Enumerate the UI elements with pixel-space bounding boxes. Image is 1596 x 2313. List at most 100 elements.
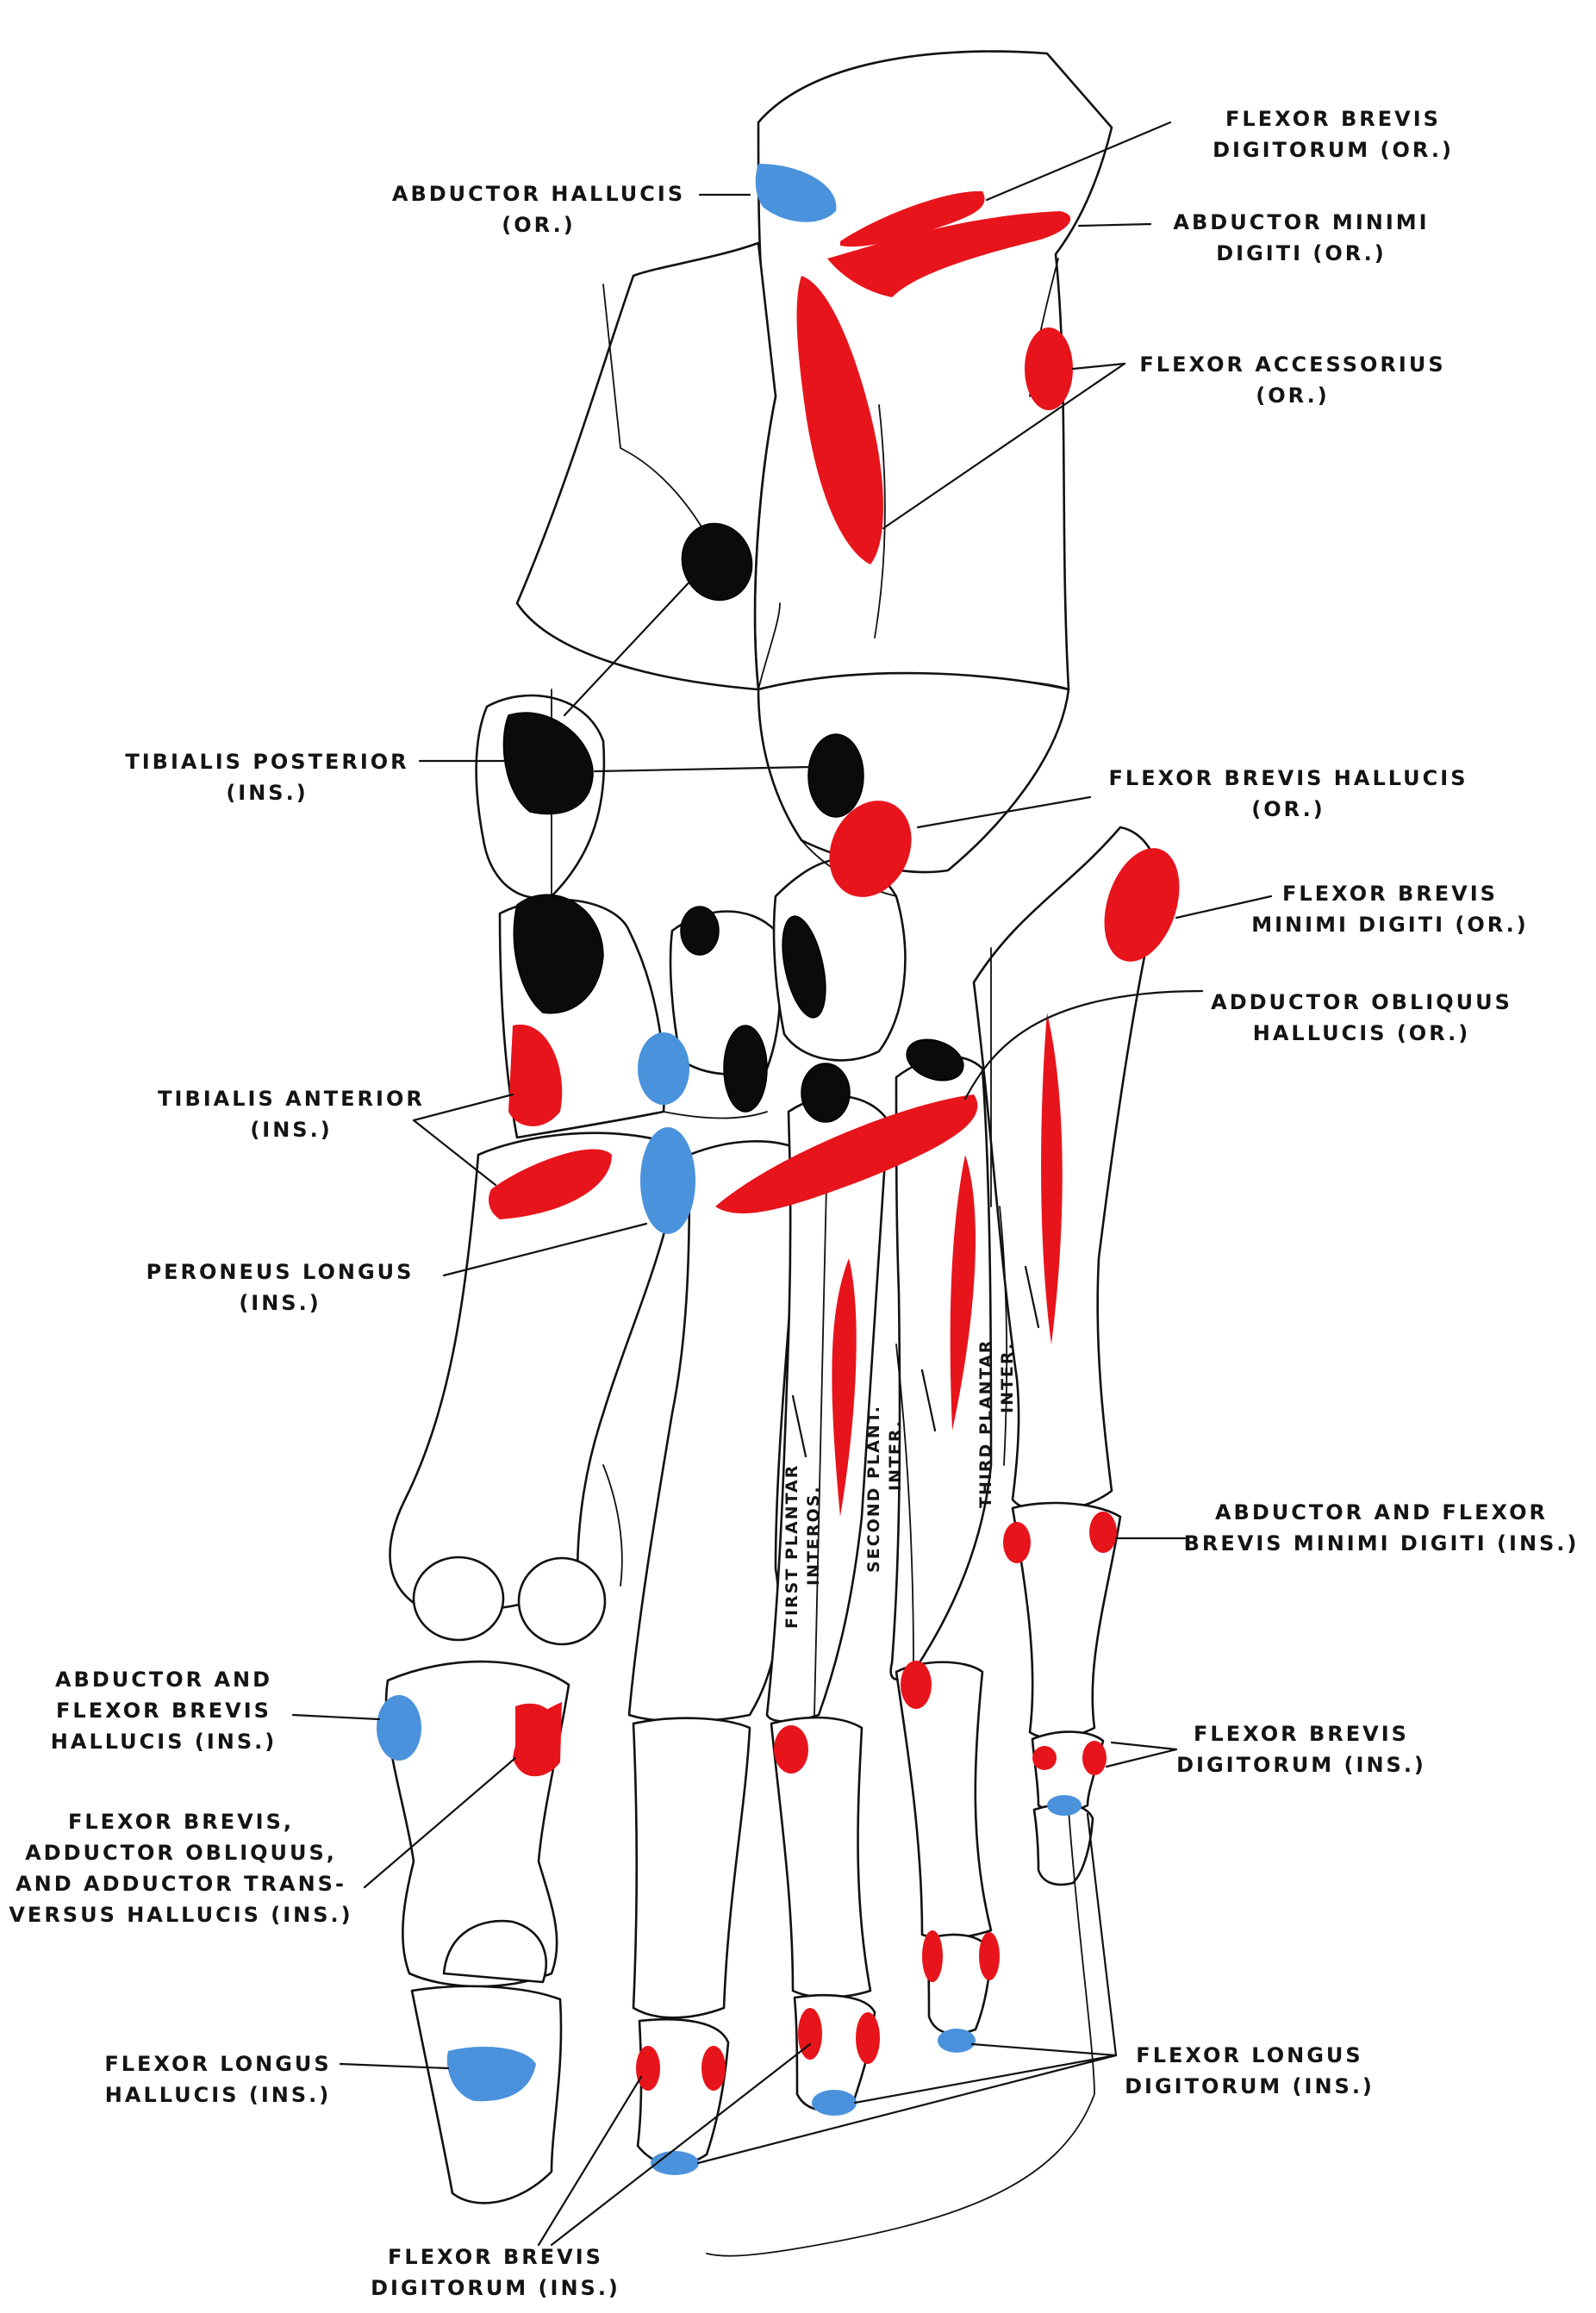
label-flexor-brevis-adductors-ins: FLEXOR BREVIS, ADDUCTOR OBLIQUUS, AND AD… [9,1810,353,1927]
toe4-fbd-right [979,1932,1000,1980]
tibialis-posterior-ins-intermediate [680,906,720,956]
lead-flex-acc-2 [882,362,1126,530]
lead-adob-or [963,989,1204,1100]
lead-int2 [920,1368,937,1432]
third-plantar-inter-label-2: INTER. [998,1342,1017,1413]
lead-flh-ins [339,2062,450,2070]
tibialis-posterior-ins-talus [681,522,753,602]
third-toe-insertion [901,1661,932,1709]
label-abductor-flexor-minimi-digiti-ins: ABDUCTOR AND FLEXOR BREVIS MINIMI DIGITI… [1183,1500,1580,1556]
lead-fbd-ins-r1 [1110,1741,1178,1751]
tibialis-posterior-ins-metatarsal3 [801,1063,851,1123]
lead-fbh-or [916,795,1092,829]
talus-bone [515,241,777,691]
tibialis-anterior-origin-strip [489,1149,612,1219]
toe3-fbd-left [798,2008,822,2060]
peroneus-longus-insertion-lower [640,1127,695,1234]
lead-fbd-ins-r2 [1105,1748,1178,1768]
lead-fbmd-or [1175,895,1273,920]
fourth-proximal-phalanx-bone [895,1661,993,1940]
lead-fbd-or [985,121,1172,202]
flexor-brevis-hallucis-origin [829,801,912,897]
leader-lines [291,121,1273,2247]
blue-insertions [377,164,1082,2175]
lead-fld-4 [696,2054,1118,2165]
lead-int3 [1024,1265,1040,1329]
label-abductor-flexor-brevis-hallucis-ins: ABDUCTOR AND FLEXOR BREVIS HALLUCIS (INS… [50,1668,277,1754]
flexor-longus-digitorum-ins-toe2 [651,2151,699,2175]
tibialis-posterior-ins-navicular [502,712,594,815]
lead-int1 [791,1394,807,1458]
first-plantar-interos-label-2: INTEROS. [804,1485,823,1586]
flexor-brevis-digitorum-origin [840,190,985,247]
label-flexor-longus-hallucis-ins: FLEXOR LONGUS HALLUCIS (INS.) [104,2052,332,2107]
lead-tib-post-2 [593,765,812,773]
origin-areas [489,190,1180,2091]
black-insertions [502,522,964,1123]
toe2-fbd-right [701,2046,726,2091]
label-abductor-minimi-digiti-or: ABDUCTOR MINIMI DIGITI (OR.) [1173,210,1430,265]
lead-fbd-bot-1 [537,2075,643,2247]
toe3-fbd-right [856,2012,880,2064]
lead-fld-2 [970,2042,1118,2057]
label-flexor-brevis-digitorum-ins-right: FLEXOR BREVIS DIGITORUM (INS.) [1176,1722,1426,1777]
adductor-obliquus-hallucis-origin [715,1094,978,1214]
lead-fbd-bot-2 [550,2042,812,2247]
tibialis-posterior-ins-metatarsal4 [906,1038,964,1082]
label-tibialis-anterior-ins: TIBIALIS ANTERIOR (INS.) [158,1087,425,1142]
second-plant-inter-label-1: SECOND PLANT. [864,1405,883,1573]
lead-tib-ant-2 [412,1119,497,1187]
third-proximal-phalanx-bone [770,1716,872,1998]
fourth-toe-left-insertion [1032,1746,1057,1770]
abductor-hallucis-origin-blue [755,164,837,222]
lead-per-long [442,1222,648,1277]
hallux-abductor-red [515,1703,561,1770]
second-plantar-interosseous-origin [950,1155,976,1431]
tibialis-posterior-ins-cuboid [807,733,864,818]
first-plantar-interos-label-1: FIRST PLANTAR [782,1464,801,1629]
label-peroneus-longus-ins: PERONEUS LONGUS (INS.) [146,1260,415,1315]
hallux-condyle [442,1919,547,1984]
abductor-minimi-digiti-origin [827,211,1071,297]
fifth-distal-phalanx-bone [1032,1803,1094,1886]
second-plant-inter-label-2: INTER. [886,1419,905,1491]
third-metatarsal-bone [765,1094,889,1723]
label-flexor-brevis-digitorum-ins-bottom: FLEXOR BREVIS DIGITORUM (INS.) [371,2245,620,2300]
second-toe-insertion [774,1725,808,1774]
first-plantar-interosseous-origin [832,1258,857,1517]
abductor-flexor-minimi-ins-right [1089,1512,1117,1553]
abductor-hallucis-origin-strip [796,276,883,564]
abductor-flexor-brevis-hallucis-ins [377,1695,421,1761]
fifth-proximal-phalanx-bone [1011,1501,1122,1740]
flexor-longus-digitorum-ins-toe5 [1047,1795,1082,1816]
fourth-toe-right-insertion [1082,1741,1107,1775]
third-plantar-interosseous-origin [1041,1013,1063,1344]
flexor-brevis-minimi-digiti-origin [1104,848,1180,962]
flexor-longus-hallucis-ins [446,2047,536,2102]
flexor-longus-digitorum-ins-toe3 [812,2090,857,2116]
lead-fbadd [363,1756,517,1889]
label-tibialis-posterior-ins: TIBIALIS POSTERIOR (INS.) [125,750,409,805]
label-flexor-accessorius-or: FLEXOR ACCESSORIUS (OR.) [1139,352,1446,408]
lead-abd-min-or [1077,222,1152,228]
lead-tib-post-3 [563,576,695,717]
tibialis-anterior-origin-medial [508,1024,563,1126]
lead-tib-ant-1 [412,1093,514,1122]
label-flexor-brevis-minimi-digiti-or: FLEXOR BREVIS MINIMI DIGITI (OR.) [1251,882,1529,937]
vertical-labels: FIRST PLANTAR INTEROS. SECOND PLANT. INT… [782,1339,1017,1629]
cuboid-bone [757,671,1070,874]
lead-fld-3 [853,2054,1118,2104]
label-adductor-obliquus-hallucis-or: ADDUCTOR OBLIQUUS HALLUCIS (OR.) [1211,990,1512,1045]
toe4-fbd-left [922,1930,943,1982]
lead-abfbh [291,1713,381,1721]
tibialis-posterior-ins-lateral [782,915,826,1019]
label-flexor-longus-digitorum-ins: FLEXOR LONGUS DIGITORUM (INS.) [1125,2043,1375,2098]
flexor-accessorius-origin [1025,327,1073,410]
label-flexor-brevis-digitorum-or: FLEXOR BREVIS DIGITORUM (OR.) [1213,107,1454,162]
label-flexor-brevis-hallucis-or: FLEXOR BREVIS HALLUCIS (OR.) [1108,766,1468,821]
flexor-longus-digitorum-ins-toe4 [938,2029,976,2053]
second-proximal-phalanx-bone [632,1717,751,2019]
tibialis-posterior-ins-medial-cuneiform [513,894,604,1014]
